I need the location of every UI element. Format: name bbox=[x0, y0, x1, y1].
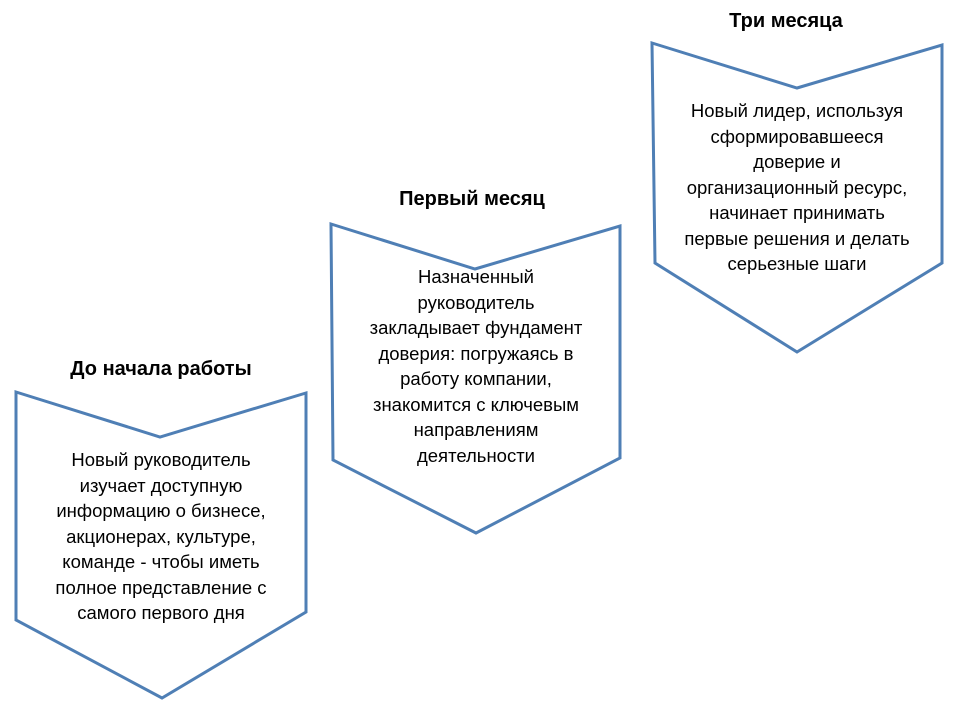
chevron-step-2 bbox=[329, 221, 622, 535]
step-1-text: Новый руководитель изучает доступную инф… bbox=[16, 447, 306, 626]
text-line: Новый руководитель bbox=[71, 449, 251, 470]
text-line: Назначенный bbox=[417, 266, 534, 287]
step-2-title: Первый месяц bbox=[399, 188, 545, 210]
text-line: полное представление с bbox=[55, 576, 267, 598]
text-line: первые решения и делать bbox=[684, 227, 910, 249]
text-line: Новый лидер, используя bbox=[690, 100, 904, 121]
text-line: закладывает фундамент bbox=[369, 317, 583, 338]
text-line: начинает принимать bbox=[709, 202, 885, 223]
text-line: организационный ресурс, bbox=[686, 176, 908, 198]
step-1-title: До начала работы bbox=[70, 358, 252, 380]
text-line: самого первого дня bbox=[77, 602, 245, 623]
text-line: сформировавшееся bbox=[710, 125, 884, 147]
step-3-title: Три месяца bbox=[729, 10, 843, 32]
text-line: доверие и bbox=[753, 151, 841, 172]
text-line: информацию о бизнесе, bbox=[56, 500, 266, 521]
text-line: работу компании, bbox=[400, 368, 552, 389]
text-line: изучает доступную bbox=[79, 474, 243, 496]
text-line: доверия: погружаясь в bbox=[378, 342, 574, 364]
text-line: деятельности bbox=[416, 444, 536, 466]
text-line: команде - чтобы иметь bbox=[62, 551, 260, 572]
step-3-text: Новый лидер, используя сформировавшееся … bbox=[652, 98, 942, 277]
chevron-step-1 bbox=[14, 389, 308, 700]
text-line: руководитель bbox=[417, 291, 535, 313]
text-line: направлениям bbox=[413, 419, 539, 440]
step-2-text: Назначенный руководитель закладывает фун… bbox=[331, 264, 621, 468]
chevron-step-3 bbox=[650, 40, 944, 354]
text-line: серьезные шаги bbox=[727, 253, 867, 274]
text-line: знакомится с ключевым bbox=[372, 393, 580, 415]
text-line: акционерах, культуре, bbox=[66, 525, 256, 547]
